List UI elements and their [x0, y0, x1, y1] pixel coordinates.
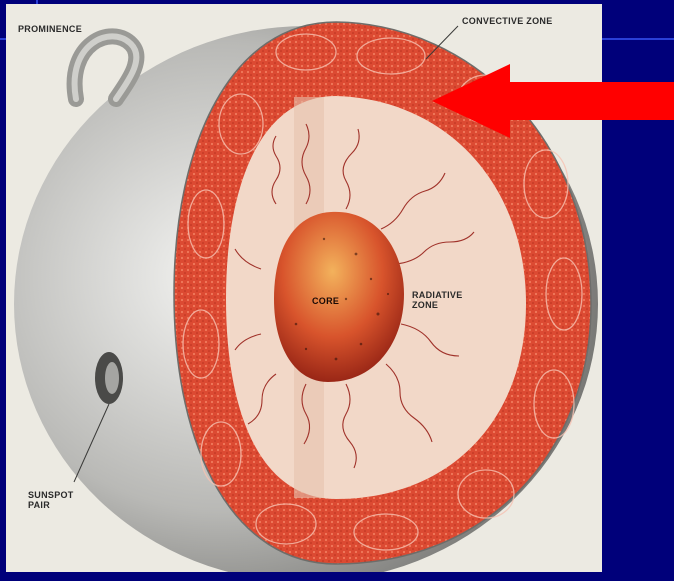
red-arrow-pointer	[432, 64, 674, 138]
prominence-label: PROMINENCE	[18, 24, 82, 34]
prominence-loop	[75, 36, 137, 99]
sunspot-pair-label: SUNSPOT PAIR	[28, 490, 74, 510]
convective-zone-label: CONVECTIVE ZONE	[462, 16, 553, 26]
radiative-zone-label: RADIATIVE ZONE	[412, 290, 463, 310]
core-label: CORE	[312, 296, 339, 306]
